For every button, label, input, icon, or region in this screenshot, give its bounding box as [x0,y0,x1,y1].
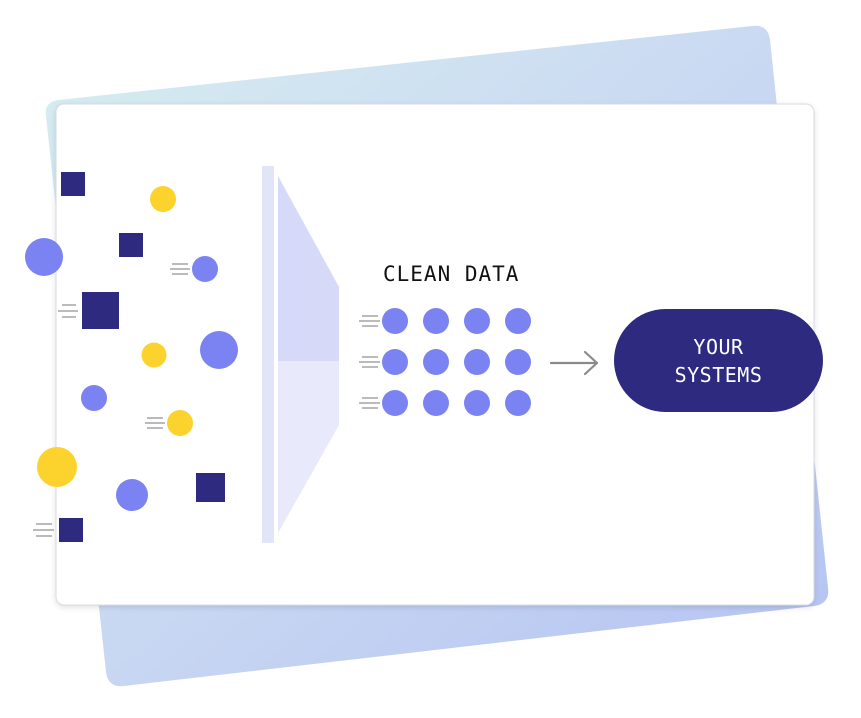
clean-dot [382,308,408,334]
clean-dot [505,308,531,334]
funnel-lower [278,361,339,533]
funnel-upper [278,176,339,361]
raw-circle-yellow [167,410,193,436]
clean-dot [423,390,449,416]
raw-circle [25,238,63,276]
motion-lines-icon [359,315,380,409]
raw-circle-yellow [141,342,167,368]
clean-dot [423,349,449,375]
clean-data-label: CLEAN DATA [383,262,520,286]
clean-dot [505,349,531,375]
raw-circle-yellow [37,447,77,487]
raw-circle-yellow [150,186,176,212]
raw-circle [81,385,107,411]
arrow-right-icon [549,350,599,376]
motion-lines-icon [33,263,190,537]
clean-dot [464,349,490,375]
filter-funnel [262,166,339,543]
raw-data-shapes [25,172,238,542]
raw-square [82,292,119,329]
raw-circle [116,479,148,511]
raw-square [196,473,225,502]
clean-dot [423,308,449,334]
filter-bar [262,166,274,543]
raw-square [59,518,83,542]
your-systems-pill: YOUR SYSTEMS [614,309,823,412]
clean-dot [464,308,490,334]
raw-circle [192,256,218,282]
your-systems-label: YOUR SYSTEMS [674,334,763,387]
clean-dot [382,390,408,416]
raw-square [61,172,85,196]
clean-data-grid [382,308,531,416]
raw-square [119,233,143,257]
clean-dot [505,390,531,416]
clean-dot [382,349,408,375]
raw-circle [200,331,238,369]
clean-dot [464,390,490,416]
